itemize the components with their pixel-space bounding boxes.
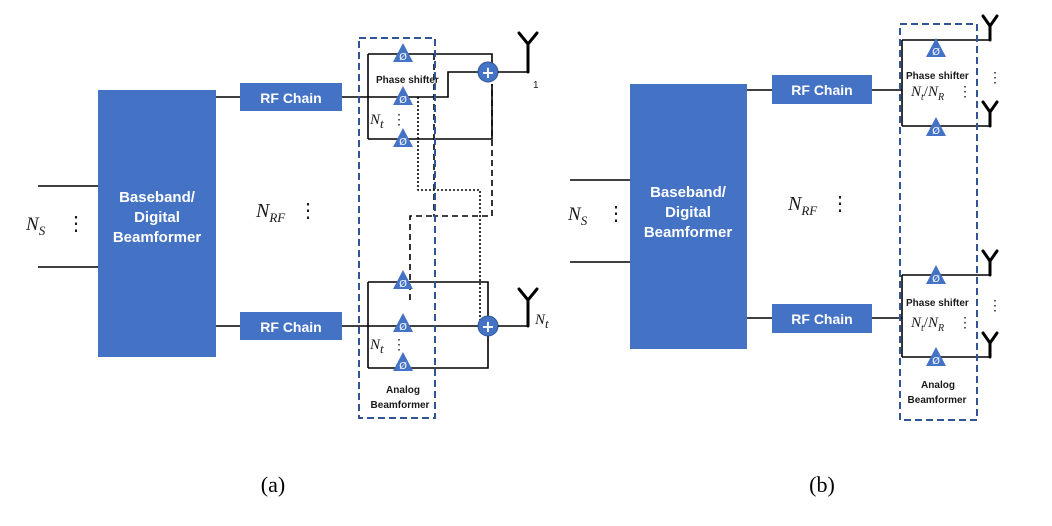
ns-dots: ⋮ — [66, 213, 86, 235]
cross-dashed-lower — [409, 215, 434, 300]
baseband-label-line1: Baseband/ — [119, 189, 196, 206]
phi-glyph: Ø — [932, 125, 940, 137]
analog-beamformer-frame-a — [358, 37, 436, 419]
phase-shifter-bottom-3: Ø — [393, 352, 413, 372]
analog-label-line1-b: Analog — [921, 380, 955, 391]
phase-shifter-label-b-top: Phase shifter — [906, 71, 969, 82]
phase-shifter-b-bottom-2: Ø — [926, 347, 946, 367]
phi-glyph: Ø — [399, 94, 407, 106]
panel-a: NS ⋮ Baseband/ Digital Beamformer RF Cha… — [25, 31, 549, 497]
baseband-label-line3: Beamformer — [113, 229, 202, 246]
phi-glyph: Ø — [399, 321, 407, 333]
analog-label-line2-b: Beamformer — [908, 395, 967, 406]
ratio-label-b-bottom: Nt/NR — [910, 315, 944, 334]
nrf-label: NRF — [255, 200, 286, 225]
phi-glyph: Ø — [399, 51, 407, 63]
cross-dashed-path — [433, 54, 493, 217]
rf-chain-bottom-label: RF Chain — [260, 319, 321, 335]
antenna-b-bottom2-icon — [981, 331, 999, 359]
baseband-label-line2-b: Digital — [665, 204, 711, 221]
nt-label-bottom: Nt — [369, 337, 384, 356]
adder-bottom-plus: + — [481, 317, 494, 336]
phi-glyph: Ø — [399, 360, 407, 372]
rf-chain-top-label: RF Chain — [260, 90, 321, 106]
rf-chain-top-box — [240, 83, 342, 111]
phase-shifter-b-top-1: Ø — [926, 38, 946, 58]
bottom-ps1-wire — [368, 281, 489, 316]
ratio-dots-b-bottom: ⋮ — [958, 316, 972, 331]
phi-glyph: Ø — [932, 46, 940, 58]
nt-dots-top: ⋮ — [392, 113, 406, 128]
nrf-dots: ⋮ — [298, 200, 318, 222]
antenna-b-bottom1-icon — [981, 249, 999, 277]
nrf-label-b: NRF — [787, 193, 818, 218]
phi-glyph: Ø — [932, 273, 940, 285]
rf-chain-bottom-label-b: RF Chain — [791, 311, 852, 327]
baseband-box — [98, 90, 216, 357]
adder-top-plus: + — [481, 63, 494, 82]
caption-a: (a) — [261, 472, 285, 497]
caption-b: (b) — [809, 472, 835, 497]
analog-beamformer-frame-b — [899, 23, 978, 421]
phi-glyph: Ø — [932, 355, 940, 367]
phase-shifter-bottom-1: Ø — [393, 270, 413, 290]
phi-glyph: Ø — [399, 278, 407, 290]
top-ps1-wire — [368, 53, 493, 63]
nrf-dots-b: ⋮ — [830, 193, 850, 215]
analog-label-line1-a: Analog — [386, 385, 420, 396]
antenna-top-icon — [517, 31, 539, 74]
antenna-b-top2-icon — [981, 100, 999, 128]
cross-dotted-path — [417, 97, 481, 320]
antenna-top-index: 1 — [533, 80, 539, 91]
phase-shifter-bottom-2: Ø — [393, 313, 413, 333]
analog-label-line2-a: Beamformer — [371, 400, 430, 411]
phase-shifter-b-bottom-1: Ø — [926, 265, 946, 285]
nt-dots-bottom: ⋮ — [392, 338, 406, 353]
phase-shifter-label-a: Phase shifter — [376, 75, 439, 86]
antenna-bottom-label: Nt — [534, 312, 549, 331]
ns-dots-b: ⋮ — [606, 203, 626, 225]
panel-b: NS ⋮ Baseband/ Digital Beamformer RF Cha… — [567, 14, 1002, 497]
baseband-label-line2: Digital — [134, 209, 180, 226]
ns-label-b: NS — [567, 204, 588, 228]
rf-chain-bottom-box-b — [772, 304, 872, 333]
ns-label: NS — [25, 214, 46, 238]
ratio-dots-b-top: ⋮ — [958, 85, 972, 100]
phase-shifter-top-3: Ø — [393, 128, 413, 148]
ratio-label-b-top: Nt/NR — [910, 84, 944, 103]
antenna-dots-b-bottom: ⋮ — [988, 299, 1002, 314]
phase-shifter-top-2: Ø — [393, 86, 413, 106]
antenna-bottom-icon — [517, 287, 539, 328]
antenna-dots-b-top: ⋮ — [988, 71, 1002, 86]
phase-shifter-top-1: Ø — [393, 43, 413, 63]
antenna-b-top1-icon — [981, 14, 999, 42]
top-ps3-wire — [368, 84, 493, 140]
rf-chain-bottom-box — [240, 312, 342, 340]
baseband-label-line1-b: Baseband/ — [650, 184, 727, 201]
baseband-box-b — [630, 84, 747, 349]
baseband-label-line3-b: Beamformer — [644, 224, 733, 241]
phi-glyph: Ø — [399, 136, 407, 148]
phase-shifter-label-b-bottom: Phase shifter — [906, 298, 969, 309]
rf-chain-top-label-b: RF Chain — [791, 82, 852, 98]
rf-chain-top-box-b — [772, 75, 872, 104]
nt-label-top: Nt — [369, 112, 384, 131]
phase-shifter-b-top-2: Ø — [926, 117, 946, 137]
bottom-ps3-wire — [368, 336, 489, 369]
